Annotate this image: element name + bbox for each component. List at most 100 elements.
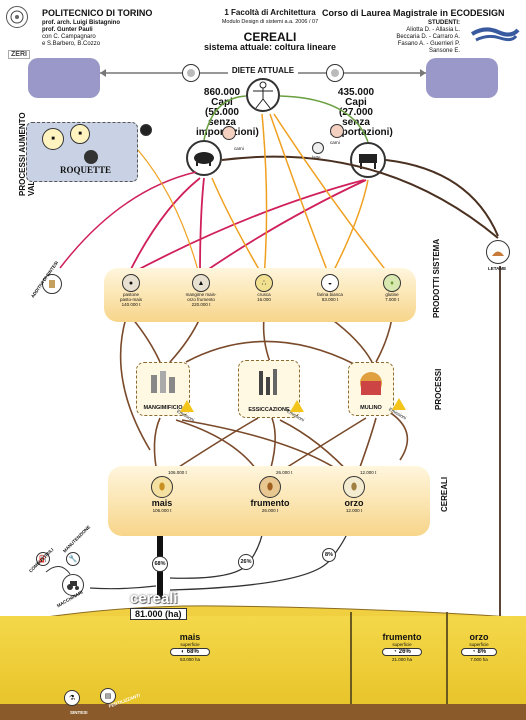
fertilizzanti-icon: ▤	[100, 688, 116, 704]
crusca-icon: ∴	[255, 274, 273, 292]
university-logo	[6, 6, 28, 28]
prodotto-value: 16.000	[257, 297, 271, 302]
section-name: frumento	[382, 632, 422, 642]
roquette-product-icon-3	[84, 150, 98, 164]
diet-icon-left	[182, 64, 200, 82]
section-pct: 26%	[398, 649, 411, 655]
cereale-name: mais	[151, 498, 173, 508]
student-line: Aliotta D. - Allasia L.	[406, 27, 460, 33]
section-pct-icon: ◔	[393, 649, 397, 655]
prodotto-crusca: ∴ crusca 16.000	[246, 274, 282, 302]
prodotto-value: 140.000 t	[121, 302, 141, 307]
additivi-icon	[42, 274, 62, 294]
diet-panel-left	[28, 58, 100, 98]
diet-right-value: 435.000	[337, 87, 375, 98]
field-divider-1	[350, 612, 352, 704]
seal-icon	[10, 10, 24, 24]
field-area	[0, 616, 526, 706]
section-pct-pill: ◔26%	[382, 648, 422, 656]
field-section-frumento: frumento superficie ◔26% 21.000 ha	[372, 632, 432, 662]
processo-name: MANGIMIFICIO	[143, 405, 183, 411]
label-processi: PROCESSI	[434, 368, 443, 410]
cereale-mais: 106.000 t ⬮ mais 106.000 t	[138, 470, 187, 513]
university-name: POLITECNICO DI TORINO	[42, 8, 153, 18]
professor-1: prof. arch. Luigi Bistagnino	[42, 20, 120, 26]
processo-mangimificio: MANGIMIFICIO	[136, 362, 190, 416]
milk-icon	[312, 142, 324, 154]
diet-label: DIETE ATTUALE	[228, 66, 298, 75]
label-cereali: CEREALI	[440, 476, 449, 512]
prodotto-name: crusca	[257, 292, 271, 297]
cereale-name: orzo	[344, 498, 364, 508]
roquette-product-icon-2: ■	[70, 124, 90, 144]
diet-left-line: Capi	[211, 97, 233, 108]
pct-badge-68: 68%	[152, 556, 168, 572]
orzo-icon: ⬮	[343, 476, 365, 498]
field-total: 81.000 (ha)	[130, 608, 187, 620]
diet-left-line: senza	[208, 117, 236, 128]
cereale-name: frumento	[250, 498, 290, 508]
prodotto-glutine: ♦ glutine 7.000 t	[374, 274, 410, 302]
manutenzione-icon: 🔧	[66, 552, 80, 566]
warning-mangimificio: Emissioni	[176, 400, 195, 422]
processo-name: ESSICCAZIONE	[248, 407, 290, 413]
cereale-top-value: 12.000 t	[360, 470, 377, 475]
section-sup: superficie	[392, 642, 412, 647]
course-name: Corso di Laurea Magistrale in ECODESIGN	[322, 8, 505, 18]
glutine-icon: ♦	[383, 274, 401, 292]
faculty: 1 Facoltà di Architettura	[224, 8, 316, 17]
section-sup: superficie	[469, 642, 489, 647]
mill-icon	[360, 372, 382, 395]
human-figure-icon	[246, 78, 280, 112]
processo-essiccazione: ESSICCAZIONE	[238, 360, 300, 418]
pct-badge-8: 8%	[322, 548, 336, 562]
warning-icon	[180, 400, 194, 412]
faculty-block: 1 Facoltà di Architettura Modulo Design …	[200, 8, 340, 25]
section-sup: superficie	[180, 642, 200, 647]
farina-icon: ◒	[321, 274, 339, 292]
cereale-bottom-value: 106.000 t	[152, 508, 172, 513]
prodotto-value: 7.000 t	[385, 297, 399, 302]
diet-panel-right	[426, 58, 498, 98]
carni-right-label: carni	[330, 140, 340, 145]
warning-mulino: Emissioni	[388, 398, 407, 420]
processo-name: MULINO	[360, 405, 382, 411]
zeri-logo: ZERI	[8, 50, 30, 59]
cereale-top-value: 26.000 t	[276, 470, 293, 475]
cereale-top-value: 106.000 t	[168, 470, 187, 475]
mangime-icon: ▲	[192, 274, 210, 292]
pig-icon	[186, 140, 222, 176]
diet-right-line: (27.000	[339, 107, 373, 118]
cereale-orzo: 12.000 t ⬮ orzo 12.000 t	[330, 470, 378, 513]
diet-right-line: Capi	[345, 97, 367, 108]
prodotto-name: glutine	[385, 292, 399, 297]
field-divider-2	[446, 612, 448, 704]
prodotto-mangime: ▲ mangime mais- orzo frumento 220.000 t	[176, 274, 226, 307]
prodotto-name: mangime mais-	[185, 292, 217, 297]
prodotto-pastone: ● pastone pasto-mais 140.000 t	[110, 274, 152, 307]
section-pct: 68%	[186, 649, 199, 655]
letame-label: LETAME	[488, 266, 507, 271]
student-line: Fasano A. - Guerrieri P.	[397, 41, 460, 47]
roquette-link-icon	[140, 124, 152, 136]
page-subtitle: sistema attuale: coltura lineare	[203, 42, 337, 52]
student-line: Beccaria D. - Carraro A.	[396, 34, 460, 40]
professors: prof. arch. Luigi Bistagnino prof. Gunte…	[42, 20, 120, 48]
diet-icon-right	[326, 64, 344, 82]
warning-icon	[392, 398, 406, 410]
professor-4: e S.Barbero, B.Cozzo	[42, 41, 101, 47]
prodotto-farina: ◒ farina bianca 83.000 t	[308, 274, 352, 302]
diet-left-line: (55.000	[205, 107, 239, 118]
prodotto-value: 220.000 t	[191, 302, 211, 307]
frumento-icon: ⬮	[259, 476, 281, 498]
meat-icon-right	[330, 124, 344, 138]
diet-left-value: 860.000	[203, 87, 241, 98]
sintesi-icon: ⚗	[64, 690, 80, 706]
cereale-bottom-value: 26.000 t	[261, 508, 279, 513]
field-label: cereali	[130, 590, 178, 607]
field-section-mais: mais superficie ◐68% 53.000 ha	[160, 632, 220, 662]
module: Modulo Design di sistemi a.a. 2006 / 07	[221, 19, 319, 25]
warning-icon	[290, 400, 304, 412]
prodotto-value: 83.000 t	[321, 297, 339, 302]
section-pct: 8%	[477, 649, 487, 655]
